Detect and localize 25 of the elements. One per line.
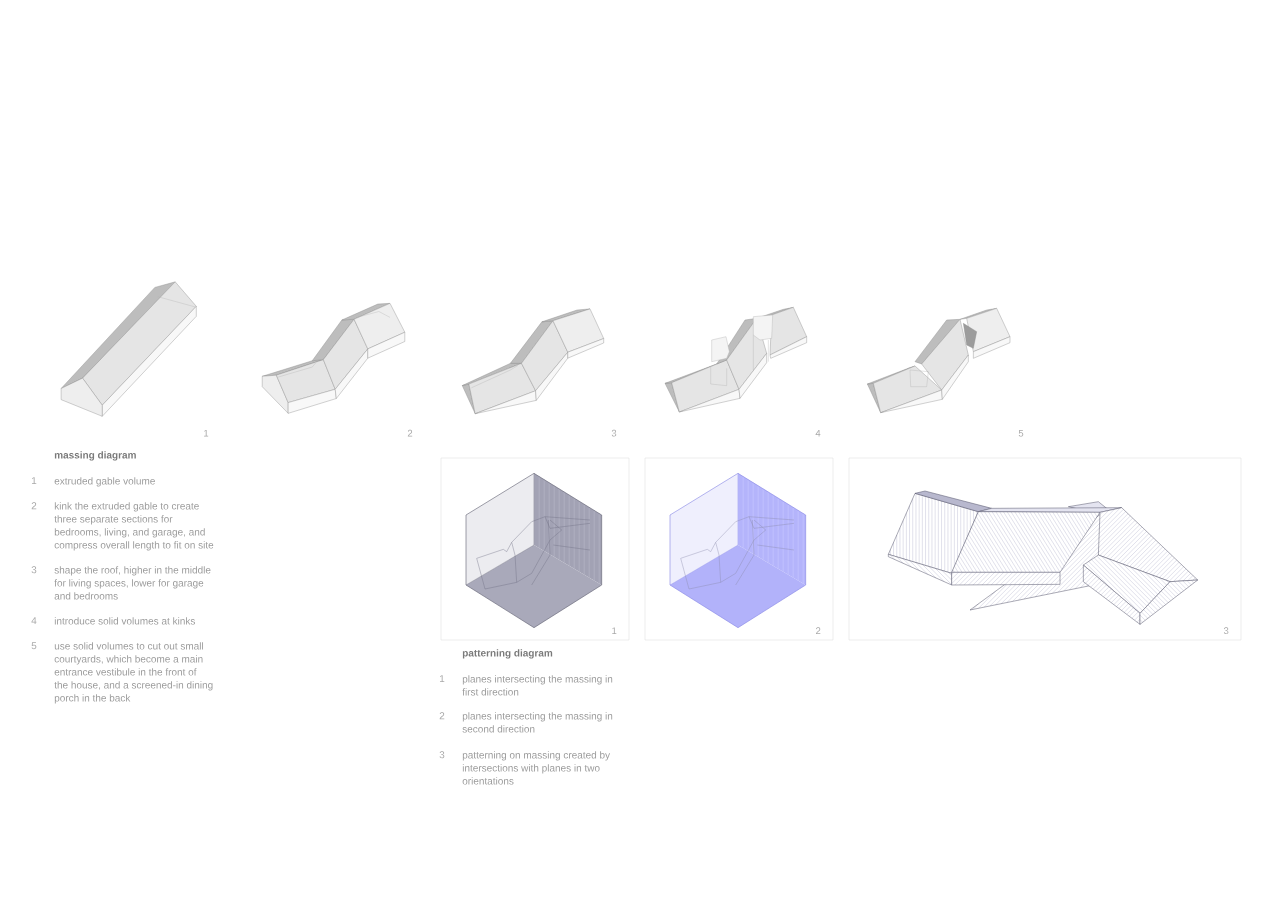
- step-number: 2: [407, 429, 413, 437]
- step-number: 1: [204, 429, 209, 437]
- list-text: introduce solid volumes at kinks: [54, 617, 195, 625]
- list-number: 2: [439, 712, 445, 720]
- list-number: 2: [31, 502, 37, 510]
- list-text: planes intersecting the massing in first direction: [462, 675, 613, 696]
- list-number: 4: [31, 617, 37, 625]
- list-text: kink the extruded gable to create three separate sections for bedrooms, living, and garage, and compress overall length to fit on site: [54, 502, 214, 551]
- list-text: planes intersecting the massing in second direction: [462, 712, 613, 733]
- list-number: 1: [440, 675, 445, 683]
- diagram-panel: 3: [848, 457, 1242, 641]
- step-number: 4: [815, 429, 821, 437]
- list-number: 3: [439, 751, 445, 759]
- list-number: 1: [31, 477, 37, 485]
- diagram-panel: 2: [644, 457, 834, 641]
- section-heading: massing diagram: [54, 451, 136, 461]
- list-text: use solid volumes to cut out small courtyards, which become a main entrance vestibule in the front of the house, and a screened-in dining porch in the back: [54, 642, 213, 704]
- step-number: 5: [1018, 429, 1024, 437]
- step-number: 3: [611, 429, 617, 437]
- list-number: 3: [31, 566, 37, 574]
- list-text: patterning on massing created by intersections with planes in two orientations: [462, 751, 611, 785]
- list-text: extruded gable volume: [54, 477, 155, 487]
- diagram-panel: 1: [440, 457, 630, 641]
- list-number: 5: [31, 642, 37, 650]
- list-text: shape the roof, higher in the middle for living spaces, lower for garage and bedrooms: [54, 566, 211, 600]
